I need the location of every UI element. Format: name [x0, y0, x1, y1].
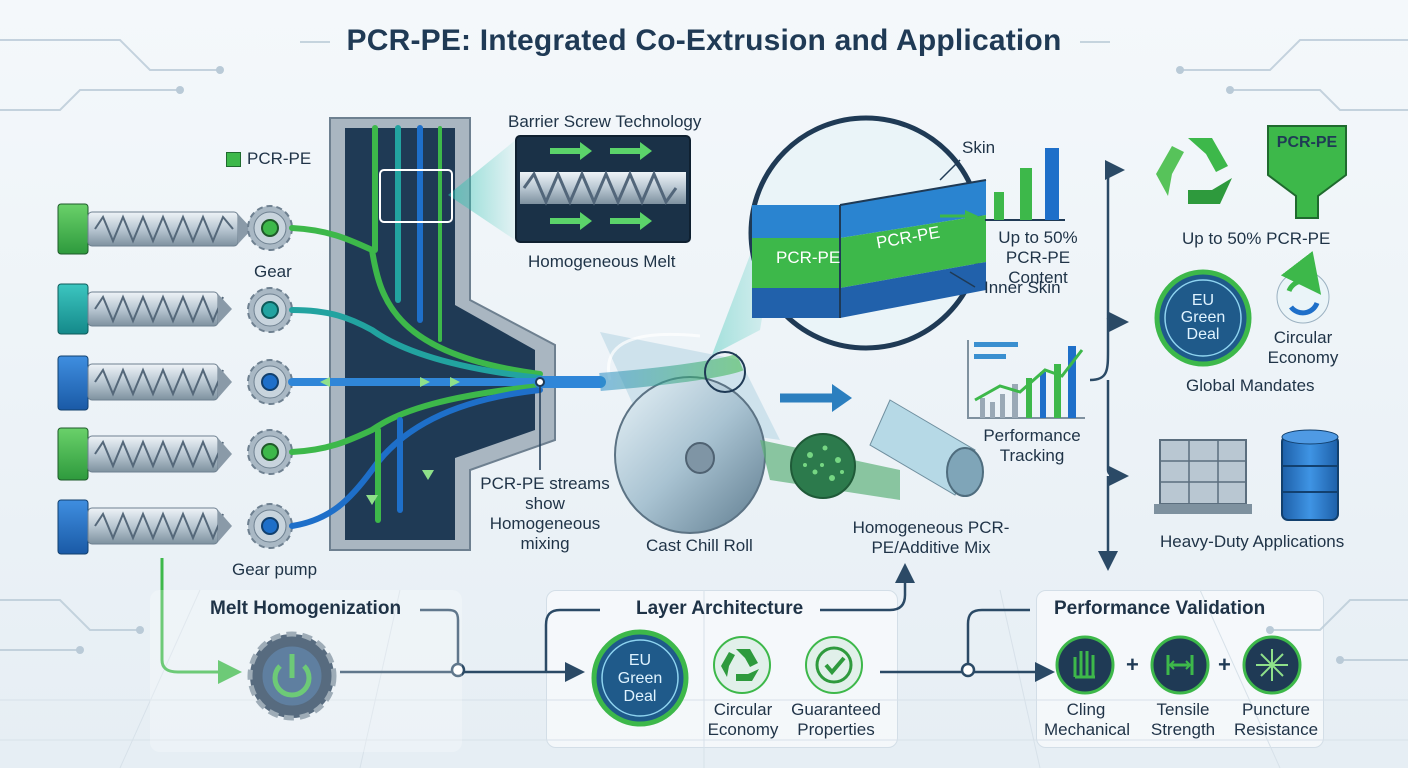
- streams-label: PCR-PE streams show Homogeneous mixing: [480, 474, 610, 553]
- tensile-icon: [1150, 635, 1210, 695]
- gear-icon: [247, 205, 293, 251]
- svg-text:+: +: [1218, 652, 1231, 677]
- extruder-green-1: [57, 203, 252, 255]
- circular-economy-label: Circular Economy: [1267, 328, 1339, 367]
- process-arrow: [832, 384, 852, 412]
- puncture-icon: [1242, 635, 1302, 695]
- pcr-pe-legend: PCR-PE: [226, 149, 311, 169]
- legend-swatch: [226, 151, 241, 167]
- chill-roll-label: Cast Chill Roll: [646, 536, 753, 555]
- content-bar-chart: [985, 148, 1065, 221]
- flow-arrows: [320, 377, 460, 505]
- svg-text:+: +: [1126, 652, 1139, 677]
- pcr-bin-label: PCR-PE: [1276, 134, 1338, 151]
- circular-economy-icon: [1276, 251, 1330, 324]
- extruder-green-2: [57, 427, 232, 481]
- eu-green-deal-badge-icon: [1154, 269, 1252, 367]
- heavy-duty-label: Heavy-Duty Applications: [1160, 532, 1345, 551]
- melt-homogenization-title: Melt Homogenization: [210, 598, 402, 619]
- content-label: Up to 50% PCR-PE Content: [998, 228, 1078, 287]
- floor-grid: [0, 589, 1408, 768]
- zoom-ring: [704, 351, 746, 393]
- pcr-content-label: Up to 50% PCR-PE: [1182, 229, 1331, 248]
- background-circuit: [0, 39, 1408, 661]
- cast-chill-roll: [600, 332, 780, 534]
- performance-chart-icon: [967, 340, 1085, 419]
- gear-label: Gear: [254, 262, 292, 281]
- layer-magnifier: [748, 115, 987, 351]
- pcr-pe-hopper-icon: [1267, 125, 1347, 219]
- recycle-icon: [1156, 138, 1232, 204]
- global-mandates-label: Global Mandates: [1186, 376, 1315, 395]
- checkmark-badge-icon: [805, 636, 863, 694]
- inner-skin-label: Inner Skin: [984, 278, 1061, 297]
- guaranteed-properties-label: Guaranteed Properties: [791, 700, 881, 739]
- legend-label: PCR-PE: [247, 149, 312, 168]
- extruder-teal: [57, 283, 232, 335]
- eu-badge-label: EU Green Deal: [1180, 292, 1226, 343]
- layer-eu-badge-label: EU Green Deal: [617, 652, 663, 705]
- gear-icon: [247, 287, 293, 333]
- wind-up-roll: [869, 399, 984, 497]
- power-gear-icon: [247, 631, 337, 721]
- tracking-label: Performance Tracking: [983, 426, 1081, 465]
- barrier-screw-label: Barrier Screw Technology: [508, 112, 702, 131]
- layer-circular-label: Circular Economy: [707, 700, 779, 739]
- puncture-label: Puncture Resistance: [1233, 700, 1319, 739]
- gear-pump-icon: [247, 503, 293, 549]
- stream-callout-dot: [535, 377, 545, 387]
- tensile-label: Tensile Strength: [1150, 700, 1216, 739]
- film-web: [599, 353, 744, 391]
- cling-label: Cling Mechanical: [1044, 700, 1130, 739]
- melt-streams: [288, 125, 606, 529]
- pcr-layer-front-label: PCR-PE: [776, 248, 841, 267]
- performance-validation-title: Performance Validation: [1054, 598, 1266, 619]
- background-circuit-nodes: [76, 66, 1344, 664]
- eu-green-deal-badge-icon: [591, 629, 689, 727]
- homogeneous-melt-label: Homogeneous Melt: [528, 252, 676, 271]
- melt-homogenization-panel: [150, 590, 462, 752]
- gear-pump-label: Gear pump: [232, 560, 318, 579]
- page-title: PCR-PE: Integrated Co-Extrusion and Appl…: [346, 24, 1062, 57]
- skin-label: Skin: [962, 138, 996, 157]
- barrier-screw-window: [515, 135, 691, 243]
- recycle-icon: [713, 636, 771, 694]
- extruder-blue-2: [57, 499, 232, 555]
- mix-label: Homogeneous PCR-PE/Additive Mix: [852, 518, 1010, 557]
- gear-icon: [247, 359, 293, 405]
- pallet-stack-icon: [1154, 439, 1252, 514]
- layer-architecture-title: Layer Architecture: [636, 598, 804, 619]
- plus-icon: ++: [1126, 652, 1231, 677]
- zoom-beam: [448, 138, 518, 242]
- extruder-blue-1: [57, 355, 232, 411]
- applications-bracket: [1089, 160, 1129, 571]
- hand-icon: [1055, 635, 1115, 695]
- drum-icon: [1281, 429, 1339, 521]
- gear-icon: [247, 429, 293, 475]
